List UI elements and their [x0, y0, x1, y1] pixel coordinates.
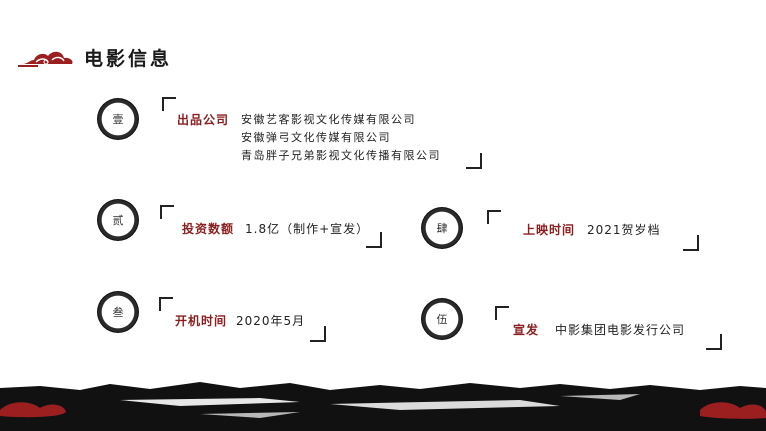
badge-circle-1: 壹	[97, 98, 139, 140]
badge-circle-3: 叁	[97, 291, 139, 333]
item-label: 上映时间	[523, 223, 576, 237]
item-value: 2020年5月	[236, 314, 306, 328]
item-value-line: 青岛胖子兄弟影视文化传播有限公司	[241, 149, 441, 162]
item-label: 出品公司	[177, 113, 230, 127]
page-title: 电影信息	[84, 48, 173, 70]
badge-label: 肆	[436, 222, 448, 235]
badge-label: 贰	[112, 214, 124, 227]
item-value-line: 安徽弹弓文化传媒有限公司	[241, 131, 391, 144]
bracket-top-left	[159, 297, 173, 311]
item-value: 2021贺岁档	[587, 223, 661, 237]
item-value: 1.8亿（制作+宣发）	[245, 222, 370, 236]
bracket-top-left	[162, 97, 176, 111]
bracket-bottom-right	[310, 326, 326, 342]
badge-label: 壹	[112, 113, 124, 126]
bracket-bottom-right	[683, 235, 699, 251]
badge-circle-4: 肆	[421, 207, 463, 249]
item-value: 中影集团电影发行公司	[555, 323, 686, 337]
item-value-line: 安徽艺客影视文化传媒有限公司	[241, 113, 416, 126]
badge-circle-5: 伍	[421, 298, 463, 340]
bracket-top-left	[495, 306, 509, 320]
bracket-bottom-right	[466, 153, 482, 169]
bracket-bottom-right	[706, 334, 722, 350]
badge-circle-2: 贰	[97, 199, 139, 241]
bracket-top-left	[160, 205, 174, 219]
item-label: 宣发	[513, 323, 540, 337]
bracket-top-left	[487, 210, 501, 224]
ink-brush-border	[0, 382, 766, 431]
bracket-bottom-right	[366, 232, 382, 248]
badge-label: 叁	[112, 306, 124, 319]
item-label: 投资数额	[182, 222, 235, 236]
badge-label: 伍	[436, 313, 448, 326]
cloud-icon	[18, 51, 73, 67]
item-label: 开机时间	[175, 314, 228, 328]
